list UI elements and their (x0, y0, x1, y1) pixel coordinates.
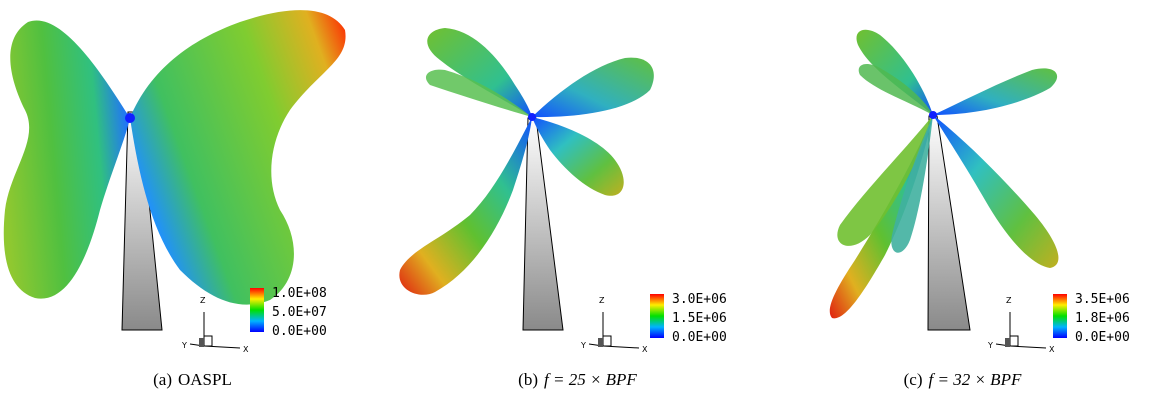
panel-c: Z Y X 3.5E+06 1.8E+06 0.0E+00 (c) f = 32 … (770, 0, 1155, 399)
directivity-plot-c: Z Y X 3.5E+06 1.8E+06 0.0E+00 (829, 29, 1130, 354)
legend-mid: 1.5E+06 (672, 311, 727, 326)
directivity-lobe-upper-left (427, 28, 532, 117)
axis-label-x: X (1049, 345, 1055, 354)
panel-b: Z Y X 3.0E+06 1.5E+06 0.0E+00 (b) f = 25 … (385, 0, 770, 399)
axis-triad: Z Y X (987, 296, 1055, 354)
caption-c: (c) f = 32 × BPF (770, 370, 1155, 390)
directivity-lobe-lower-right (532, 117, 624, 196)
colorbar (1053, 294, 1067, 338)
rotor-hub (929, 111, 937, 119)
caption-text: OASPL (178, 370, 232, 389)
caption-prefix: (a) (153, 370, 172, 389)
colorbar (650, 294, 664, 338)
caption-math: f = 25 × BPF (544, 370, 637, 389)
legend-min: 0.0E+00 (672, 330, 727, 345)
directivity-lobe-lower-center (891, 115, 933, 253)
caption-prefix: (b) (518, 370, 538, 389)
axis-label-x: X (243, 345, 249, 354)
legend-mid: 5.0E+07 (272, 305, 327, 320)
rotor-hub (528, 113, 536, 121)
legend-max: 3.0E+06 (672, 292, 727, 307)
axis-label-x: X (642, 345, 648, 354)
legend-max: 3.5E+06 (1075, 292, 1130, 307)
axis-label-z: Z (599, 296, 605, 305)
directivity-lobe-upper-left-2 (425, 69, 532, 117)
directivity-lobe-left (3, 20, 130, 299)
axis-label-y: Y (181, 341, 187, 350)
panel-a: Z Y X 1.0E+08 5.0E+07 0.0E+00 (a) OASPL (0, 0, 385, 399)
caption-prefix: (c) (903, 370, 923, 389)
legend-mid: 1.8E+06 (1075, 311, 1130, 326)
legend-min: 0.0E+00 (272, 324, 327, 339)
directivity-lobe-upper-2 (858, 64, 933, 115)
axis-triad: Z Y X (181, 296, 249, 354)
directivity-lobe-upper-right (933, 68, 1058, 115)
directivity-lobe-right (130, 10, 346, 305)
rotor-hub (125, 113, 135, 123)
legend-max: 1.0E+08 (272, 286, 327, 301)
directivity-plot-b: Z Y X 3.0E+06 1.5E+06 0.0E+00 (399, 28, 727, 354)
legend-min: 0.0E+00 (1075, 330, 1130, 345)
axis-triad: Z Y X (580, 296, 648, 354)
directivity-lobe-lower-left-2 (837, 115, 933, 246)
directivity-lobe-lower-right (933, 115, 1059, 268)
directivity-lobe-upper-right (532, 57, 654, 118)
directivity-plot-a: Z Y X 1.0E+08 5.0E+07 0.0E+00 (3, 10, 346, 354)
colorbar (250, 288, 264, 332)
axis-label-z: Z (1006, 296, 1012, 305)
axis-label-y: Y (987, 341, 993, 350)
caption-math: f = 32 × BPF (928, 370, 1022, 389)
axis-label-z: Z (200, 296, 206, 305)
axis-label-y: Y (580, 341, 586, 350)
caption-b: (b) f = 25 × BPF (385, 370, 770, 390)
directivity-lobe-lower-left (399, 117, 532, 295)
caption-a: (a) OASPL (0, 370, 385, 390)
